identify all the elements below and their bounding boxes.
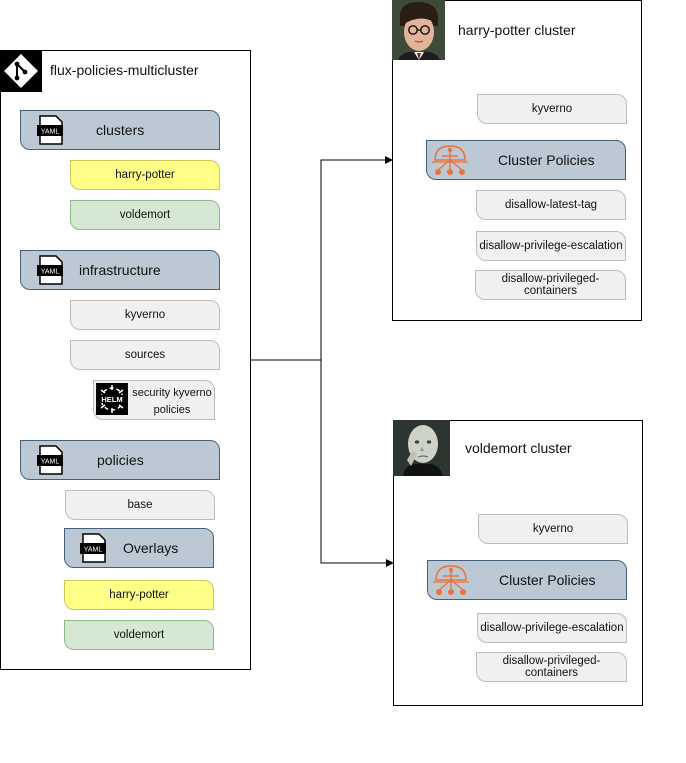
harry-cluster-policies-label: Cluster Policies xyxy=(498,152,595,168)
harry-kyverno[interactable]: kyverno xyxy=(477,94,627,124)
voldemort-policy-disallow-privilege-escalation[interactable]: disallow-privilege-escalation xyxy=(477,613,627,643)
voldemort-cluster-title: voldemort cluster xyxy=(465,440,572,456)
svg-text:YAML: YAML xyxy=(41,129,60,136)
svg-text:YAML: YAML xyxy=(41,459,60,466)
svg-text:HELM: HELM xyxy=(101,395,122,404)
connector-to-harry xyxy=(250,156,393,361)
overlays-item-voldemort[interactable]: voldemort xyxy=(64,620,214,650)
overlays-item-harry-potter[interactable]: harry-potter xyxy=(64,580,214,610)
connector-to-voldemort xyxy=(320,360,394,567)
voldemort-policy-disallow-privileged-containers[interactable]: disallow-privileged-containers xyxy=(476,652,627,682)
yaml-file-icon: YAML xyxy=(37,255,63,285)
harry-policy-disallow-privileged-containers[interactable]: disallow-privileged-containers xyxy=(475,270,626,300)
voldemort-avatar xyxy=(393,420,450,476)
overlays-label: Overlays xyxy=(123,540,179,556)
harry-policy-disallow-privilege-escalation[interactable]: disallow-privilege-escalation xyxy=(476,231,626,261)
voldemort-cluster-policies-label: Cluster Policies xyxy=(499,572,596,588)
helm-icon: HELM xyxy=(96,383,128,415)
cluster-policy-icon xyxy=(431,562,471,598)
clusters-item-harry-potter[interactable]: harry-potter xyxy=(70,160,220,190)
policies-item-base[interactable]: base xyxy=(65,490,215,520)
harry-cluster-title: harry-potter cluster xyxy=(458,22,576,38)
clusters-item-voldemort[interactable]: voldemort xyxy=(70,200,220,230)
yaml-file-icon: YAML xyxy=(37,445,63,475)
voldemort-kyverno[interactable]: kyverno xyxy=(478,514,628,544)
clusters-label: clusters xyxy=(96,122,145,138)
harry-policy-disallow-latest-tag[interactable]: disallow-latest-tag xyxy=(476,190,626,220)
git-icon xyxy=(0,50,42,92)
yaml-file-icon: YAML xyxy=(37,115,63,145)
repo-title: flux-policies-multicluster xyxy=(50,62,199,78)
infrastructure-label: infrastructure xyxy=(79,262,161,278)
infrastructure-item-kyverno[interactable]: kyverno xyxy=(70,300,220,330)
helm-chart-label: security kyverno policies xyxy=(132,387,212,416)
cluster-policy-icon xyxy=(430,142,470,178)
infrastructure-item-sources[interactable]: sources xyxy=(70,340,220,370)
svg-text:YAML: YAML xyxy=(84,547,103,554)
policies-label: policies xyxy=(97,452,144,468)
harry-potter-avatar xyxy=(392,0,445,60)
yaml-file-icon: YAML xyxy=(80,533,106,563)
svg-text:YAML: YAML xyxy=(41,269,60,276)
